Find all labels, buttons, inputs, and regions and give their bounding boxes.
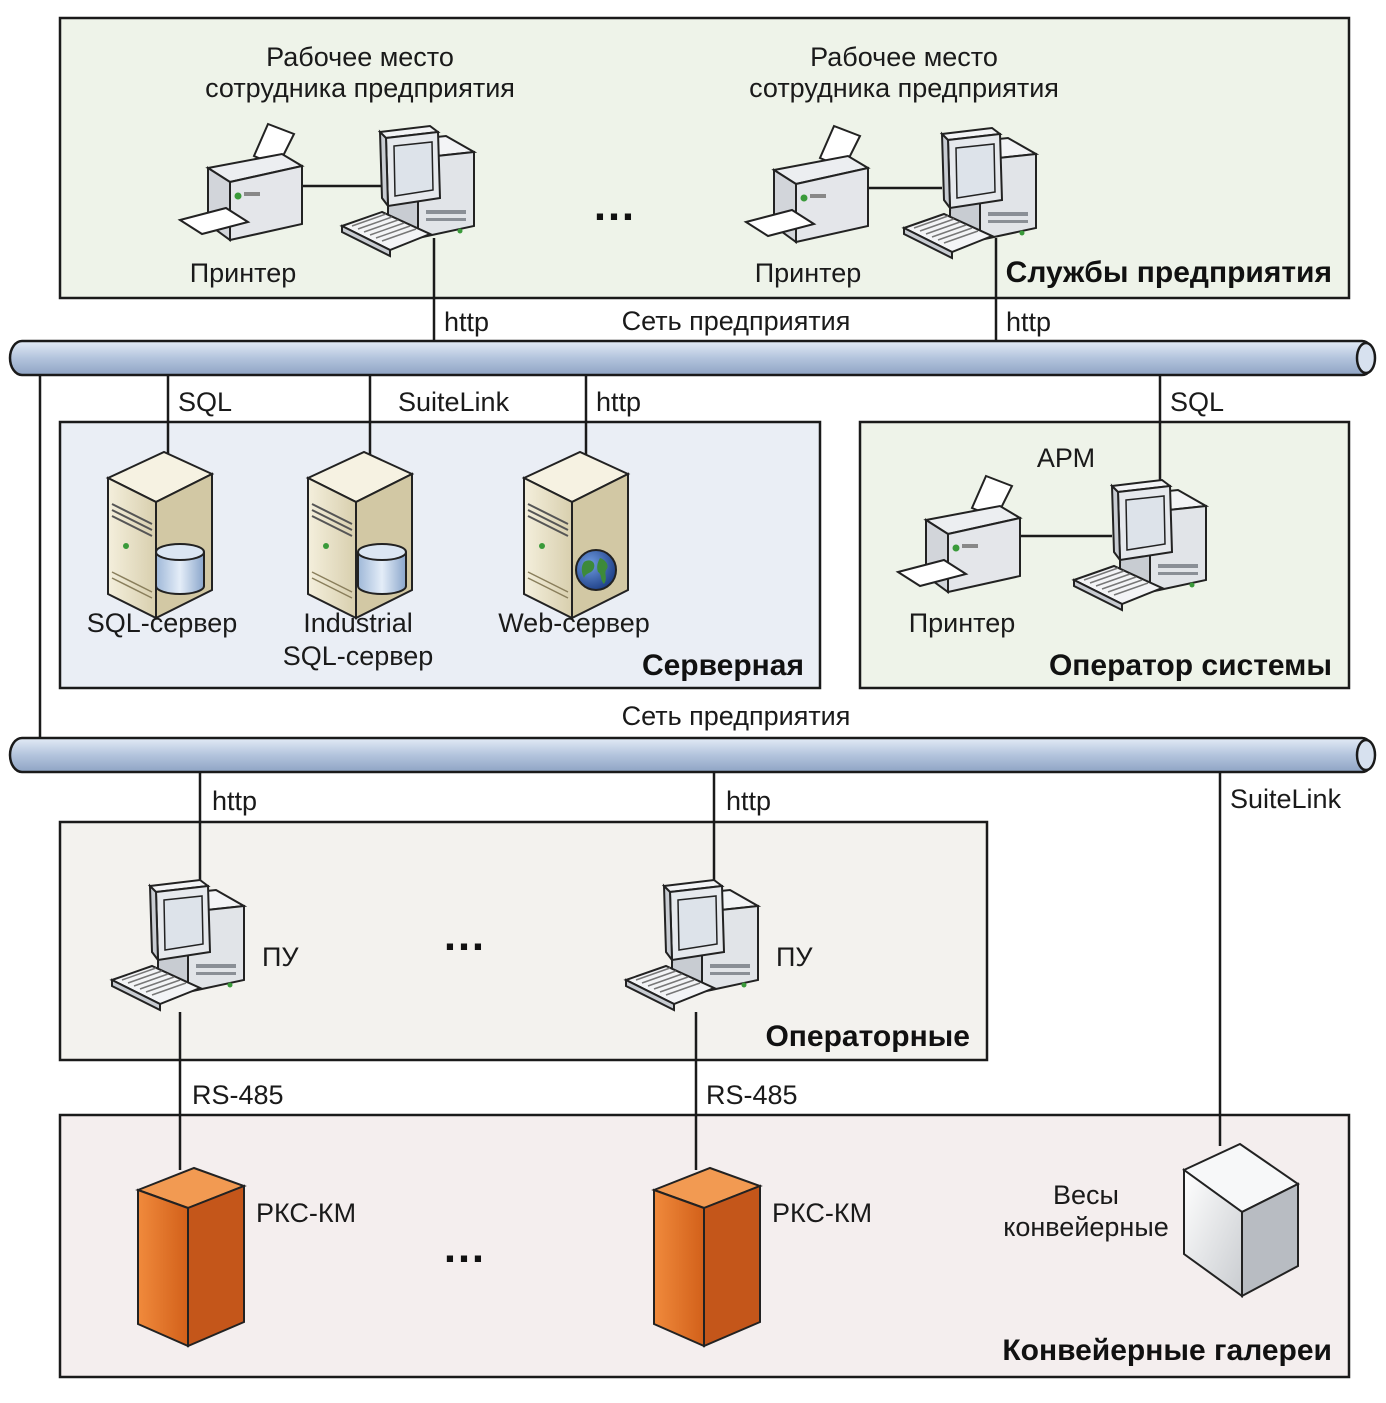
workstation-2-printer-label: Принтер (755, 258, 862, 288)
galleries-ellipsis: … (442, 1223, 486, 1272)
galleries-scale-link-label: SuiteLink (1230, 784, 1342, 814)
field-device-1-label: РКС-КМ (256, 1198, 356, 1228)
control-panel-1-bus-label: RS-485 (192, 1080, 284, 1110)
control-panel-2-link-label: http (726, 786, 771, 816)
web-server-icon (523, 451, 629, 619)
rks-km-cabinet-icon (137, 1167, 245, 1347)
workstation-2-title-line1: Рабочее место (810, 42, 998, 72)
zone-server-title: Серверная (642, 649, 804, 682)
workstation-1-title-line2: сотрудника предприятия (205, 73, 515, 103)
database-icon (357, 543, 407, 595)
workstation-2-title-line2: сотрудника предприятия (749, 73, 1059, 103)
server-2-link-label: SuiteLink (398, 387, 510, 417)
zone-operator-title: Оператор системы (1049, 649, 1332, 682)
zone-galleries-title: Конвейерные галереи (1002, 1334, 1332, 1367)
connection-lines (38, 184, 1222, 1170)
scale-label-line1: Весы (1053, 1180, 1119, 1210)
operator-printer-label: Принтер (909, 608, 1016, 638)
operator-station-label: АРМ (1037, 443, 1095, 473)
network-lower-label: Сеть предприятия (622, 701, 851, 731)
control-rooms-ellipsis: … (442, 911, 486, 960)
field-device-2-label: РКС-КМ (772, 1198, 872, 1228)
conveyor-scale-icon (1182, 1142, 1300, 1298)
control-panel-2-label: ПУ (776, 942, 813, 972)
workstation-1-title-line1: Рабочее место (266, 42, 454, 72)
workstation-2-link-label: http (1006, 307, 1051, 337)
server-3-label: Web-сервер (498, 608, 650, 638)
database-icon (155, 543, 205, 595)
network-pipe-lower (8, 736, 1377, 774)
operator-link-label: SQL (1170, 387, 1224, 417)
workstation-1-link-label: http (444, 307, 489, 337)
control-panel-1-label: ПУ (262, 942, 299, 972)
control-panel-1-link-label: http (212, 786, 257, 816)
globe-icon (575, 549, 617, 591)
scale-label-line2: конвейерные (1003, 1212, 1169, 1242)
enterprise-ellipsis: … (592, 181, 636, 230)
server-2-label-line2: SQL-сервер (283, 641, 434, 671)
server-2-label-line1: Industrial (303, 608, 413, 638)
sql-server-icon (107, 451, 213, 619)
workstation-1-printer-label: Принтер (190, 258, 297, 288)
network-pipe-upper (8, 339, 1377, 377)
zone-control-rooms-title: Операторные (765, 1020, 970, 1053)
control-panel-2-bus-label: RS-485 (706, 1080, 798, 1110)
server-1-label: SQL-сервер (87, 608, 238, 638)
zone-enterprise-title: Службы предприятия (1006, 256, 1332, 289)
rks-km-cabinet-icon (653, 1167, 761, 1347)
server-3-link-label: http (596, 387, 641, 417)
server-1-link-label: SQL (178, 387, 232, 417)
network-upper-label: Сеть предприятия (622, 306, 851, 336)
